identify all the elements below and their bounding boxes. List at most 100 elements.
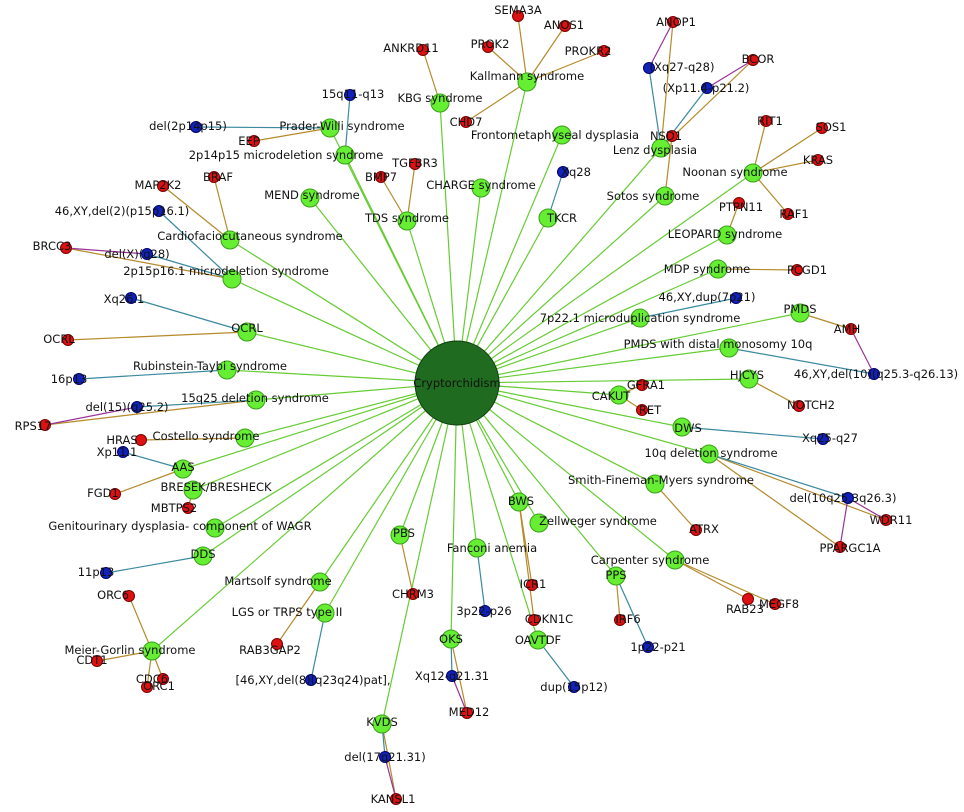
syndrome-label-p15: 2p15p16.1 microdeletion syndrome bbox=[123, 264, 329, 278]
syndrome-node-pbs bbox=[390, 525, 410, 545]
locus-node-xp11 bbox=[701, 82, 713, 94]
syndrome-label-carpenter: Carpenter syndrome bbox=[591, 553, 710, 567]
locus-node-del8 bbox=[305, 674, 317, 686]
gene-label-rab23: RAB23 bbox=[726, 602, 764, 616]
gene-label-anos1: ANOS1 bbox=[544, 18, 584, 32]
syndrome-node-lenz bbox=[651, 138, 671, 158]
edge-hub-aas bbox=[182, 382, 458, 470]
edge-gene-ocrlg bbox=[67, 331, 248, 341]
locus-node-xq28b bbox=[557, 166, 569, 178]
gene-node-tgfbr3 bbox=[409, 158, 421, 170]
edge-gene-sos1 bbox=[752, 127, 823, 174]
gene-label-braf: BRAF bbox=[203, 170, 233, 184]
edge-hub-sotos bbox=[456, 195, 666, 384]
syndrome-label-rts: Rubinstein-Taybi syndrome bbox=[133, 359, 287, 373]
edge-gene-fgd1 bbox=[114, 468, 184, 495]
gene-node-bcor bbox=[747, 54, 759, 66]
syndrome-label-cakut: CAKUT bbox=[592, 389, 632, 403]
syndrome-node-charge bbox=[471, 178, 491, 198]
edge-cross-bcor bbox=[706, 59, 754, 89]
locus-node-dup7p bbox=[730, 292, 742, 304]
gene-label-chrm3: CHRM3 bbox=[392, 587, 434, 601]
syndrome-node-wagr bbox=[205, 518, 225, 538]
edge-locus-del10q2 bbox=[708, 453, 849, 499]
edge-locus-p22 bbox=[476, 547, 486, 612]
gene-label-raf1: RAF1 bbox=[779, 207, 808, 221]
gene-label-mbtps2: MBTPS2 bbox=[151, 501, 197, 515]
gene-node-megf8 bbox=[769, 598, 781, 610]
gene-label-brcc3: BRCC3 bbox=[33, 239, 72, 253]
edge-hub-kbg bbox=[439, 102, 458, 384]
gene-node-notch2 bbox=[793, 400, 805, 412]
syndrome-node-tkcr bbox=[538, 208, 558, 228]
edge-gene-kansl1 bbox=[381, 723, 397, 800]
edge-locus-delx bbox=[146, 253, 233, 280]
locus-node-del2p15 bbox=[153, 205, 165, 217]
gene-label-ppargc1a: PPARGC1A bbox=[819, 541, 880, 555]
gene-node-med12 bbox=[461, 707, 473, 719]
syndrome-label-dup7: 7p22.1 microduplication syndrome bbox=[540, 311, 741, 325]
gene-label-sos1: SOS1 bbox=[816, 120, 847, 134]
syndrome-node-mend bbox=[300, 188, 320, 208]
syndrome-node-zell bbox=[529, 513, 549, 533]
locus-label-p21: 1p22-p21 bbox=[630, 640, 685, 654]
edge-cross-amh bbox=[850, 328, 875, 375]
gene-node-rab23 bbox=[742, 593, 754, 605]
edge-gene-rab3gap2 bbox=[276, 581, 321, 645]
edge-hub-dds bbox=[202, 382, 458, 557]
locus-node-p22 bbox=[479, 605, 491, 617]
gene-node-prokr2 bbox=[598, 45, 610, 57]
edge-hub-bresek bbox=[192, 382, 458, 491]
gene-label-hras: HRAS bbox=[106, 433, 137, 447]
nodes-layer bbox=[39, 10, 892, 805]
syndrome-node-oks bbox=[441, 629, 461, 649]
edge-locus-del2p15 bbox=[158, 210, 233, 280]
locus-label-xq25: Xq25-q27 bbox=[802, 431, 858, 445]
gene-label-cdt1: CDT1 bbox=[76, 653, 107, 667]
gene-label-ankrd11: ANKRD11 bbox=[383, 41, 439, 55]
syndrome-label-dws: DWS bbox=[674, 421, 702, 435]
locus-node-p13 bbox=[100, 567, 112, 579]
edge-cross-ppargc1a bbox=[839, 497, 849, 548]
edge-gene-chrm3 bbox=[399, 534, 414, 595]
syndrome-label-wagr: Genitourinary dysplasia- component of WA… bbox=[48, 519, 311, 533]
locus-node-del17 bbox=[379, 751, 391, 763]
syndrome-label-leopard: LEOPARD syndrome bbox=[668, 227, 782, 241]
locus-label-q1613: 16p13 bbox=[51, 372, 88, 386]
syndrome-node-carpenter bbox=[665, 550, 685, 570]
gene-label-kras: KRAS bbox=[803, 153, 833, 167]
locus-node-delx bbox=[141, 248, 153, 260]
edge-gene-nsd1 bbox=[664, 135, 673, 197]
edge-gene-brcc3 bbox=[65, 247, 233, 280]
syndrome-node-cakut bbox=[609, 385, 629, 405]
gene-label-chd7: CHD7 bbox=[450, 115, 483, 129]
syndrome-label-lenz: Lenz dysplasia bbox=[613, 143, 697, 157]
gene-node-cdt1 bbox=[91, 655, 103, 667]
syndrome-label-smith: Smith-Fineman-Myers syndrome bbox=[568, 473, 754, 487]
gene-label-prokr2: PROKR2 bbox=[565, 44, 612, 58]
gene-label-bcor: BCOR bbox=[742, 52, 775, 66]
locus-node-del2p bbox=[190, 121, 202, 133]
syndrome-node-sotos bbox=[655, 186, 675, 206]
edge-locus-q1613 bbox=[78, 369, 228, 380]
syndrome-node-martsolf bbox=[310, 572, 330, 592]
locus-label-del2p: del(2p14p15) bbox=[149, 119, 227, 133]
gene-label-eep: EEP bbox=[238, 134, 260, 148]
syndrome-label-noonan: Noonan syndrome bbox=[682, 165, 787, 179]
edge-gene-orc6 bbox=[128, 595, 153, 652]
locus-node-del10q2 bbox=[842, 492, 854, 504]
syndrome-label-martsolf: Martsolf syndrome bbox=[224, 574, 331, 588]
syndrome-label-costello: Costello syndrome bbox=[153, 429, 260, 443]
gene-node-mbtps2 bbox=[182, 502, 194, 514]
gene-node-anos1 bbox=[559, 20, 571, 32]
syndrome-label-del15: 15q25 deletion syndrome bbox=[181, 391, 329, 405]
edge-hub-lenz bbox=[456, 147, 662, 384]
syndrome-node-costello bbox=[235, 428, 255, 448]
locus-label-del17: del(17q21.31) bbox=[344, 750, 425, 764]
edge-locus-xp111 bbox=[122, 451, 184, 470]
edge-locus-xq28a bbox=[648, 67, 662, 149]
locus-node-dup5 bbox=[568, 681, 580, 693]
gene-label-pcgd1: PCGD1 bbox=[787, 263, 827, 277]
gene-label-rps17: RPS17 bbox=[15, 419, 52, 433]
